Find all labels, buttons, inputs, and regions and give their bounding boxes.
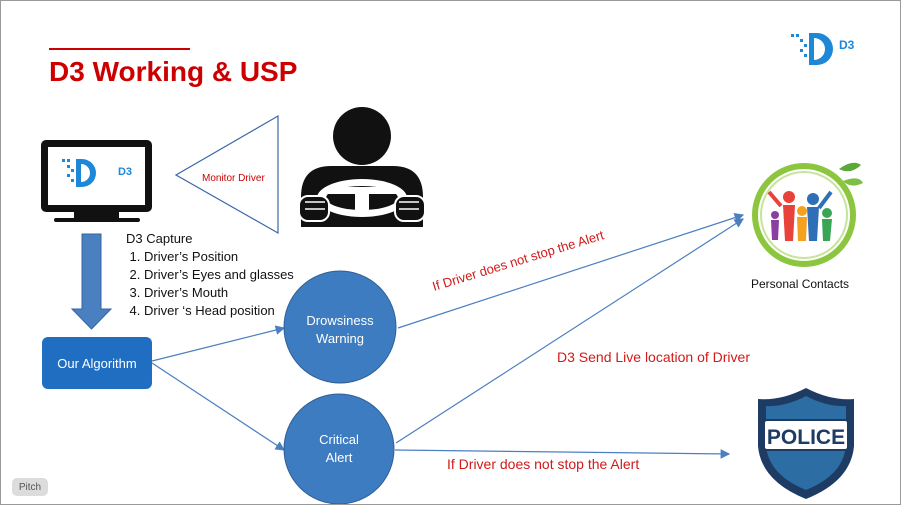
critical-alert-node (283, 393, 395, 504)
monitor-driver-label: Monitor Driver (202, 173, 265, 184)
police-badge-icon: POLICE (758, 388, 854, 499)
monitor-triangle (174, 114, 279, 235)
capture-list: D3 Capture Driver’s Position Driver’s Ey… (126, 230, 294, 320)
pitch-label: Pitch (18, 481, 42, 493)
capture-item: Driver’s Position (144, 248, 294, 266)
d3-logo-icon (791, 33, 833, 65)
driver-steering-icon (298, 107, 426, 227)
contacts-people-icon (752, 162, 863, 267)
drowsiness-warning-node (283, 270, 397, 384)
capture-heading: D3 Capture (126, 231, 193, 246)
capture-item: Driver ‘s Head position (144, 302, 294, 320)
connector-algorithm-to-drowsiness (151, 325, 286, 362)
alert-text-upper: If Driver does not stop the Alert (430, 227, 605, 294)
police-badge-text: POLICE (767, 426, 845, 449)
connector-critical-to-contacts (395, 218, 745, 444)
pitch-badge[interactable]: Pitch (12, 478, 48, 496)
live-location-text: D3 Send Live location of Driver (557, 349, 750, 365)
critical-line2: Alert (325, 450, 353, 465)
connector-critical-to-police (394, 449, 731, 459)
drowsiness-line2: Warning (316, 331, 364, 346)
critical-line1: Critical (319, 432, 359, 447)
monitor-icon: D3 (41, 140, 152, 222)
personal-contacts-label: Personal Contacts (751, 277, 850, 291)
algorithm-box: Our Algorithm (42, 337, 152, 389)
connector-algorithm-to-critical (151, 362, 286, 451)
capture-item: Driver’s Eyes and glasses (144, 266, 294, 284)
title-rule (49, 48, 190, 50)
alert-text-lower: If Driver does not stop the Alert (447, 456, 640, 472)
slide-title: D3 Working & USP (49, 56, 298, 87)
algorithm-label: Our Algorithm (57, 355, 137, 371)
monitor-logo-text: D3 (118, 166, 132, 178)
drowsiness-line1: Drowsiness (306, 313, 374, 328)
connector-drowsiness-to-contacts (397, 213, 745, 329)
logo-text: D3 (839, 38, 855, 52)
down-arrow (70, 233, 113, 330)
capture-item: Driver’s Mouth (144, 284, 294, 302)
